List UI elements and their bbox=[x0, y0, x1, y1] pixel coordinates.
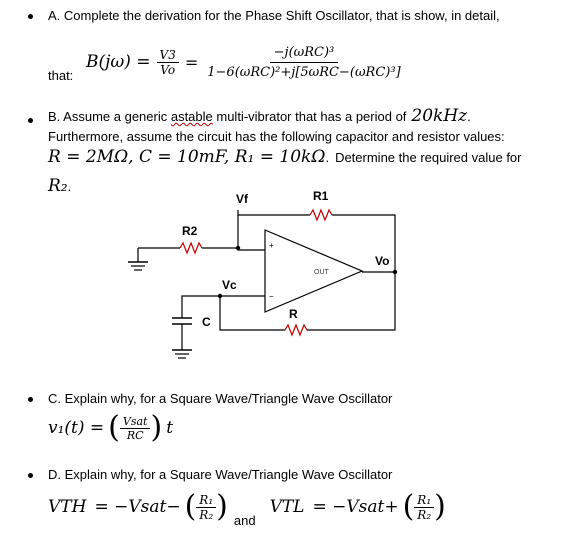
wire-minus-input bbox=[219, 295, 285, 331]
wire-r-out bbox=[307, 272, 396, 331]
r1-numerator-2: R₁ bbox=[414, 493, 435, 508]
part-d-text: D. Explain why, for a Square Wave/Triang… bbox=[48, 467, 393, 482]
label-vc: Vc bbox=[222, 278, 237, 292]
values-end: . bbox=[325, 150, 330, 165]
main-denominator: 1−6(ωRC)²+j[5ωRC−(ωRC)³] bbox=[207, 64, 401, 80]
vo-denominator: Vo bbox=[160, 62, 176, 77]
r2-resistor bbox=[179, 241, 203, 255]
rc-denominator: RC bbox=[126, 428, 144, 442]
label-minus: − bbox=[269, 292, 274, 301]
v3-numerator: V3 bbox=[156, 48, 179, 63]
part-b-line1-post: multi-vibrator that has a period of bbox=[212, 109, 407, 124]
label-c: C bbox=[202, 315, 211, 329]
period-value: 20kHz bbox=[411, 106, 468, 126]
vtl-rhs: = −Vsat+ bbox=[312, 497, 399, 517]
label-r1: R1 bbox=[313, 189, 329, 203]
r-resistor bbox=[284, 323, 308, 337]
vsat-numerator: Vsat bbox=[119, 415, 151, 429]
main-fraction: −j(ωRC)³ 1−6(ωRC)²+j[5ωRC−(ωRC)³] bbox=[204, 45, 403, 80]
part-c-text: C. Explain why, for a Square Wave/Triang… bbox=[48, 391, 393, 406]
determine-text: Determine the required value for bbox=[335, 150, 522, 165]
v1-lhs: v₁(t) = bbox=[48, 418, 105, 438]
r2-symbol: R₂ bbox=[48, 176, 68, 196]
label-r2: R2 bbox=[182, 224, 198, 238]
bullet-c bbox=[28, 397, 33, 402]
part-a-equation: B(jω) = V3 Vo = −j(ωRC)³ 1−6(ωRC)²+j[5ωR… bbox=[86, 34, 404, 90]
component-values: R = 2MΩ, C = 10mF, R₁ = 10kΩ bbox=[48, 147, 326, 167]
bullet-d bbox=[28, 473, 33, 478]
label-out: OUT bbox=[314, 269, 330, 276]
part-c-equation: v₁(t) = ( Vsat RC ) t bbox=[48, 408, 173, 448]
part-a-text: A. Complete the derivation for the Phase… bbox=[48, 8, 500, 23]
r1-numerator: R₁ bbox=[196, 493, 217, 508]
label-vo: Vo bbox=[375, 254, 389, 268]
part-b-line2: Furthermore, assume the circuit has the … bbox=[48, 129, 505, 144]
vth-symbol: VTH bbox=[48, 497, 87, 517]
v3-over-vo-fraction: V3 Vo bbox=[156, 48, 179, 77]
wire-vf-r1 bbox=[237, 210, 310, 216]
opamp-triangle bbox=[264, 229, 364, 313]
r1-over-r2-second: ( R₁ R₂ ) bbox=[402, 489, 446, 524]
r1-resistor bbox=[309, 208, 333, 222]
node-out bbox=[392, 269, 398, 275]
wire-cap-top bbox=[181, 295, 220, 318]
label-r: R bbox=[289, 307, 298, 321]
part-a-that: that: bbox=[48, 68, 74, 83]
part-b-line1-pre: B. Assume a generic bbox=[48, 109, 171, 124]
part-b-line1: B. Assume a generic astable multi-vibrat… bbox=[48, 106, 471, 126]
time-variable: t bbox=[166, 418, 174, 438]
label-plus: + bbox=[269, 241, 274, 250]
equals-sign: = bbox=[184, 52, 199, 72]
r2-end: . bbox=[67, 179, 72, 194]
period-end: . bbox=[467, 109, 471, 124]
r1-over-r2-first: ( R₁ R₂ ) bbox=[184, 489, 228, 524]
astable-word: astable bbox=[170, 109, 213, 124]
wire-r2-right bbox=[202, 247, 265, 251]
bullet-b bbox=[28, 118, 33, 123]
r2-denominator-2: R₂ bbox=[417, 507, 432, 522]
main-numerator: −j(ωRC)³ bbox=[269, 45, 339, 63]
vth-rhs: = −Vsat− bbox=[94, 497, 181, 517]
vsat-over-rc: ( Vsat RC ) bbox=[108, 410, 163, 445]
r2-denominator: R₂ bbox=[199, 507, 214, 522]
node-vf bbox=[235, 245, 241, 251]
part-d-equation: VTH = −Vsat− ( R₁ R₂ ) and VTL = −Vsat+ … bbox=[48, 484, 446, 530]
part-b-r2: R₂ . bbox=[48, 176, 71, 196]
vtl-symbol: VTL bbox=[269, 497, 305, 517]
transfer-function-lhs: B(jω) = bbox=[86, 52, 151, 72]
node-vc bbox=[217, 293, 223, 299]
label-vf: Vf bbox=[236, 192, 249, 206]
wire-r1-out bbox=[332, 214, 396, 273]
part-b-values: R = 2MΩ, C = 10mF, R₁ = 10kΩ . Determine… bbox=[48, 147, 522, 167]
and-word: and bbox=[233, 513, 256, 528]
bullet-a bbox=[28, 14, 33, 19]
